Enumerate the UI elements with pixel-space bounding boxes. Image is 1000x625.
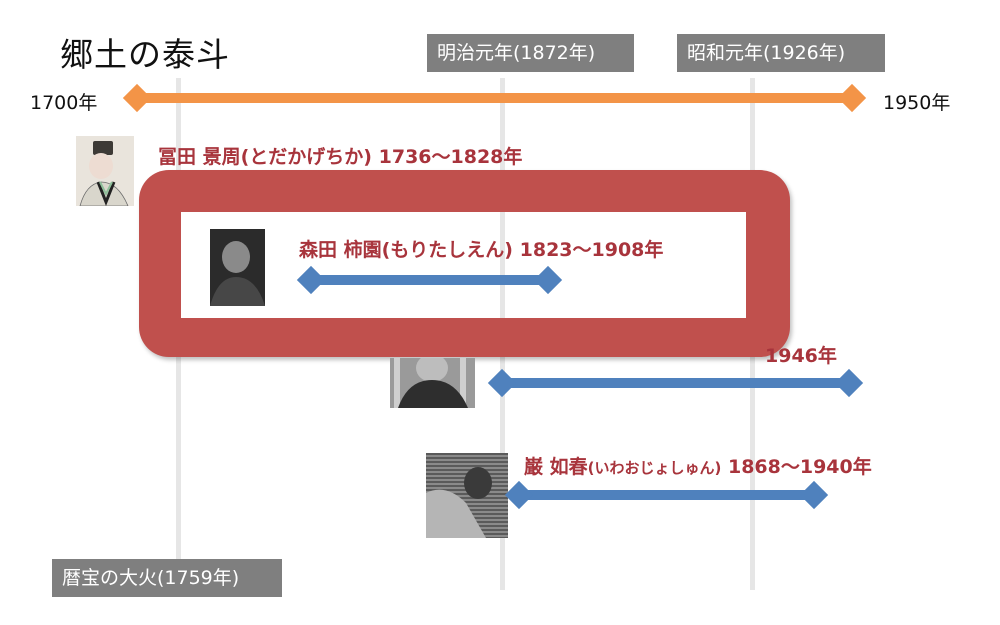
photo-portrait-icon [390,358,475,408]
axis-end-label: 1950年 [883,92,951,114]
guide-line-1872-inner [500,212,505,318]
axis-end-diamond-icon [837,83,867,113]
lifespan-bar-person-3 [502,378,849,388]
portrait-morita [210,229,265,306]
lifespan-bar-iwao [518,490,815,500]
painted-portrait-icon [76,136,134,206]
photo-portrait-icon [210,229,265,306]
lifespan-start-diamond-icon [504,480,534,510]
portrait-person-3 [390,358,475,408]
axis-start-diamond-icon [122,83,152,113]
timeline-axis [137,93,852,103]
lifespan-end-diamond-icon [799,480,829,510]
lifespan-end-diamond-icon [834,368,864,398]
era-label-fire: 暦宝の大火(1759年) [52,559,282,597]
portrait-iwao [426,453,508,538]
portrait-tomita [76,136,134,206]
highlight-frame-inner [181,212,746,318]
person-name-iwao: 巌 如春(いわおじょしゅん) 1868～1940年 [524,456,872,478]
photo-portrait-icon [426,453,508,538]
person-name-3-visible-fragment: 1946年 [765,345,837,367]
lifespan-start-diamond-icon [487,368,517,398]
era-label-showa: 昭和元年(1926年) [677,34,885,72]
person-name-morita: 森田 柿園(もりたしえん) 1823～1908年 [299,239,664,261]
era-label-meiji: 明治元年(1872年) [427,34,634,72]
axis-start-label: 1700年 [30,92,98,114]
person-name-tomita: 冨田 景周(とだかげちか) 1736～1828年 [158,146,523,168]
lifespan-bar-morita [311,275,549,285]
page-title: 郷土の泰斗 [60,35,230,74]
